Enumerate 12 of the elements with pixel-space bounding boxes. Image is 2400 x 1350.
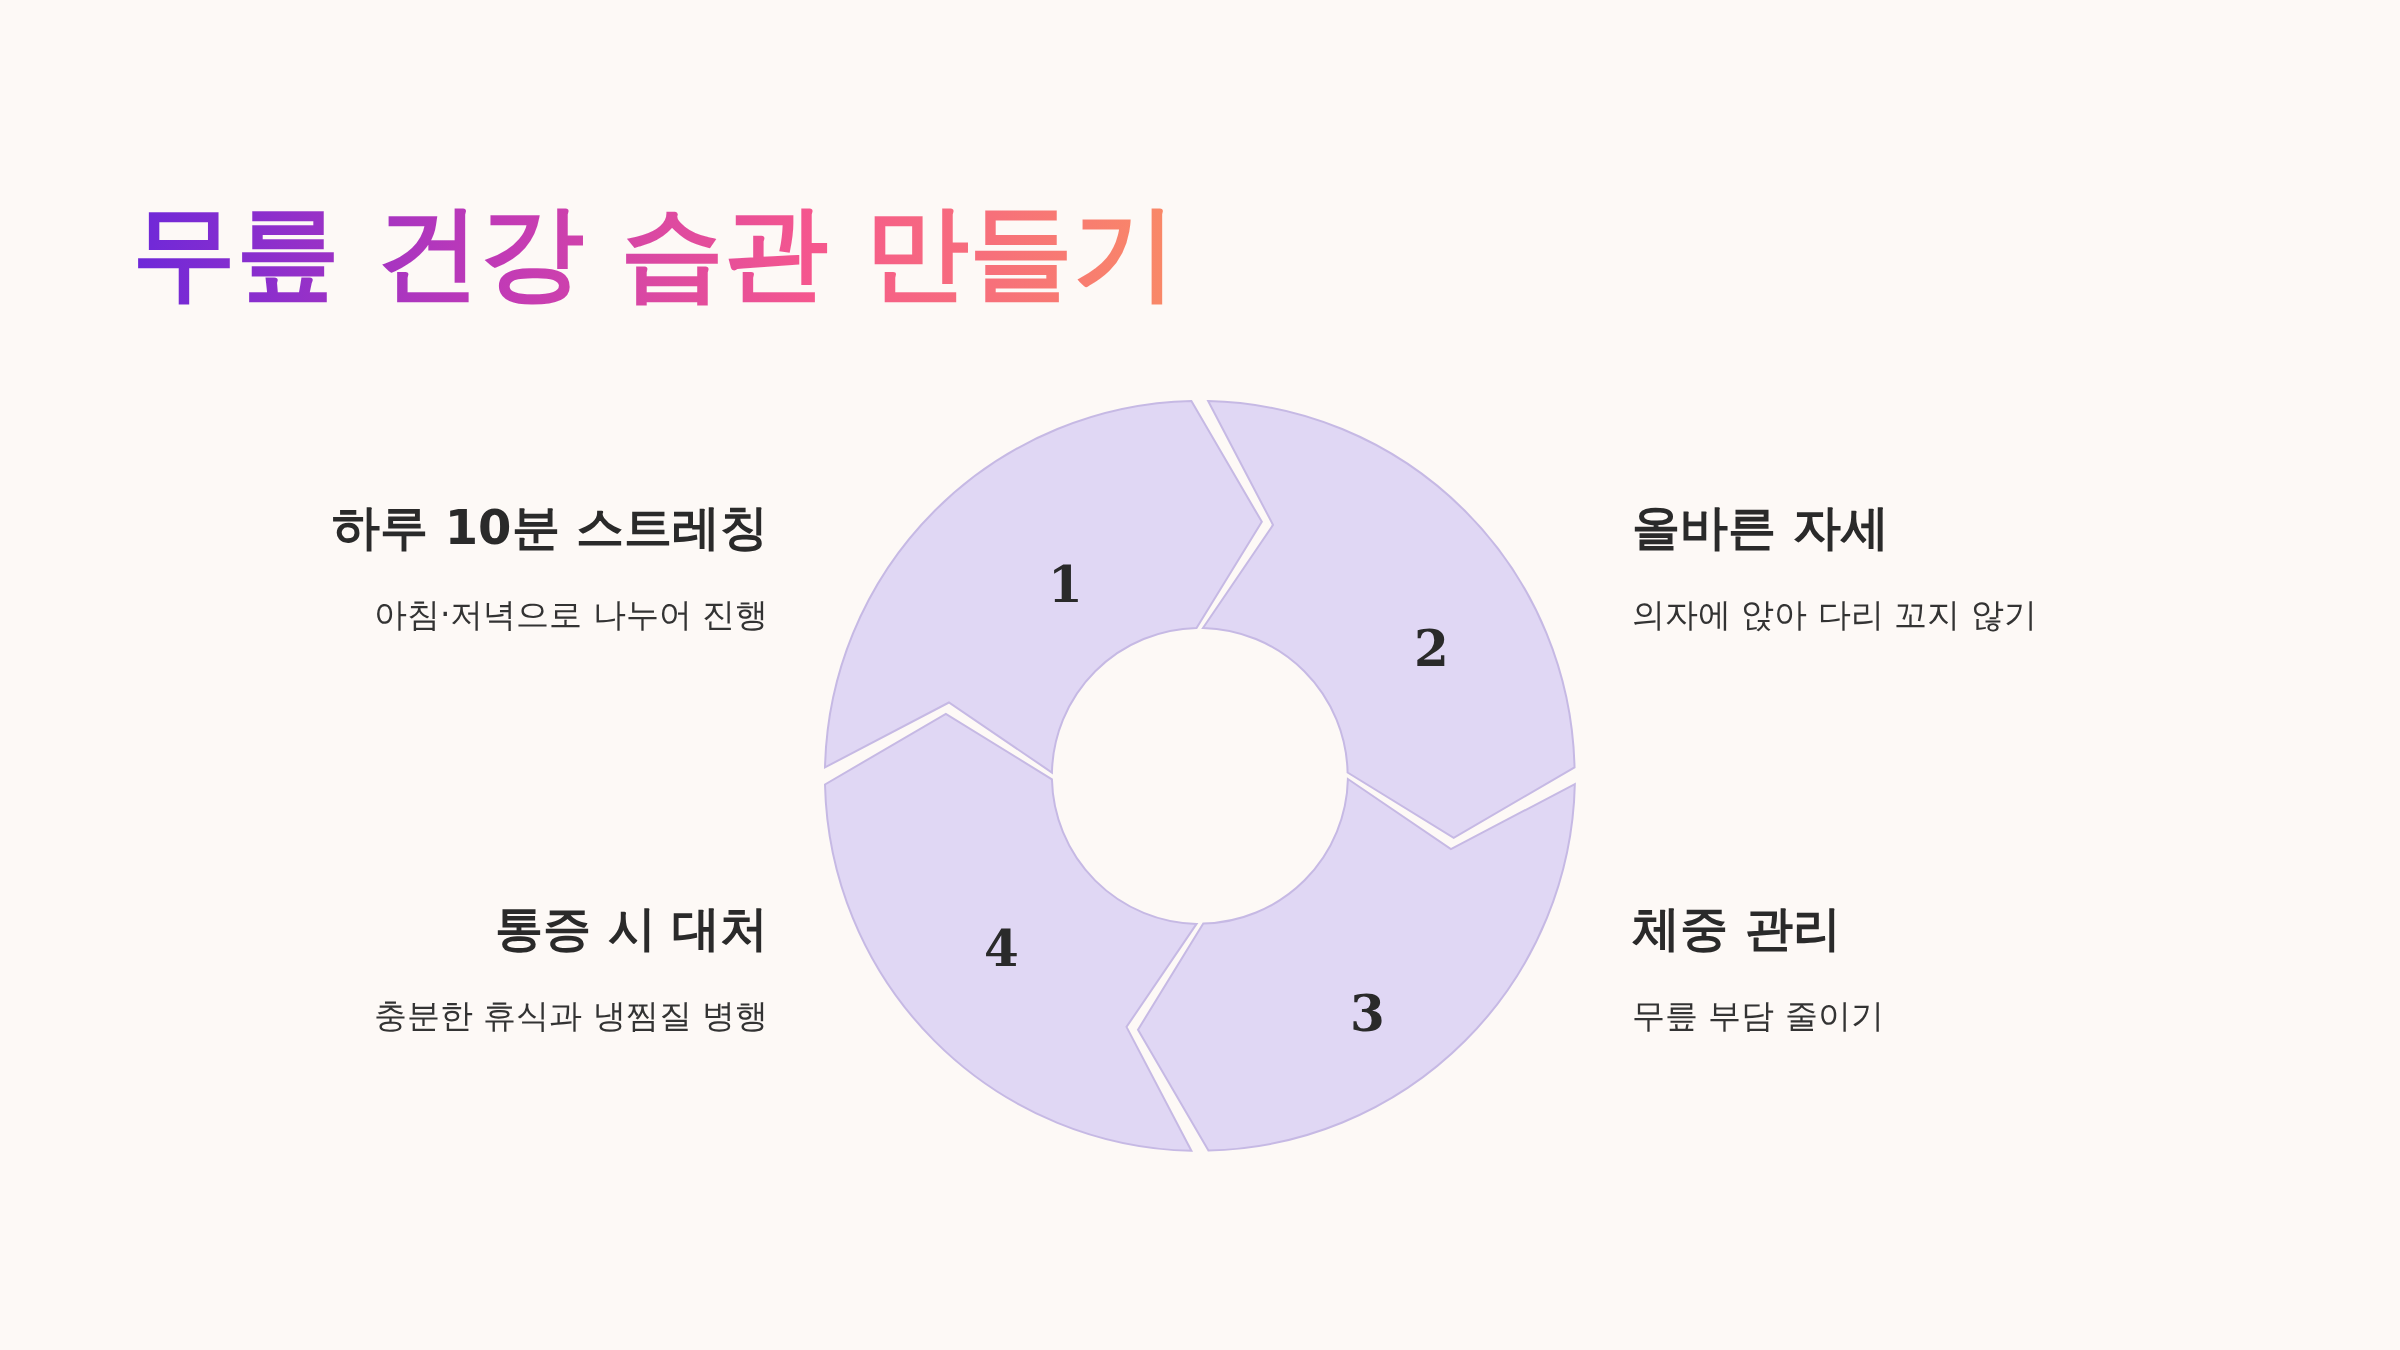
step-heading: 체중 관리: [1632, 900, 1841, 958]
step-heading: 하루 10분 스트레칭: [332, 499, 769, 557]
step-number: 1: [1048, 560, 1083, 610]
step-description: 무릎 부담 줄이기: [1632, 996, 1884, 1036]
step-description: 아침·저녁으로 나누어 진행: [374, 595, 769, 635]
step-heading: 통증 시 대처: [495, 900, 769, 958]
step-number: 3: [1350, 989, 1385, 1039]
step-description: 의자에 앉아 다리 꼬지 않기: [1632, 595, 2037, 635]
step-description: 충분한 휴식과 냉찜질 병행: [374, 996, 769, 1036]
step-number: 2: [1414, 624, 1449, 674]
step-number: 4: [984, 924, 1019, 974]
step-heading: 올바른 자세: [1632, 499, 1889, 557]
